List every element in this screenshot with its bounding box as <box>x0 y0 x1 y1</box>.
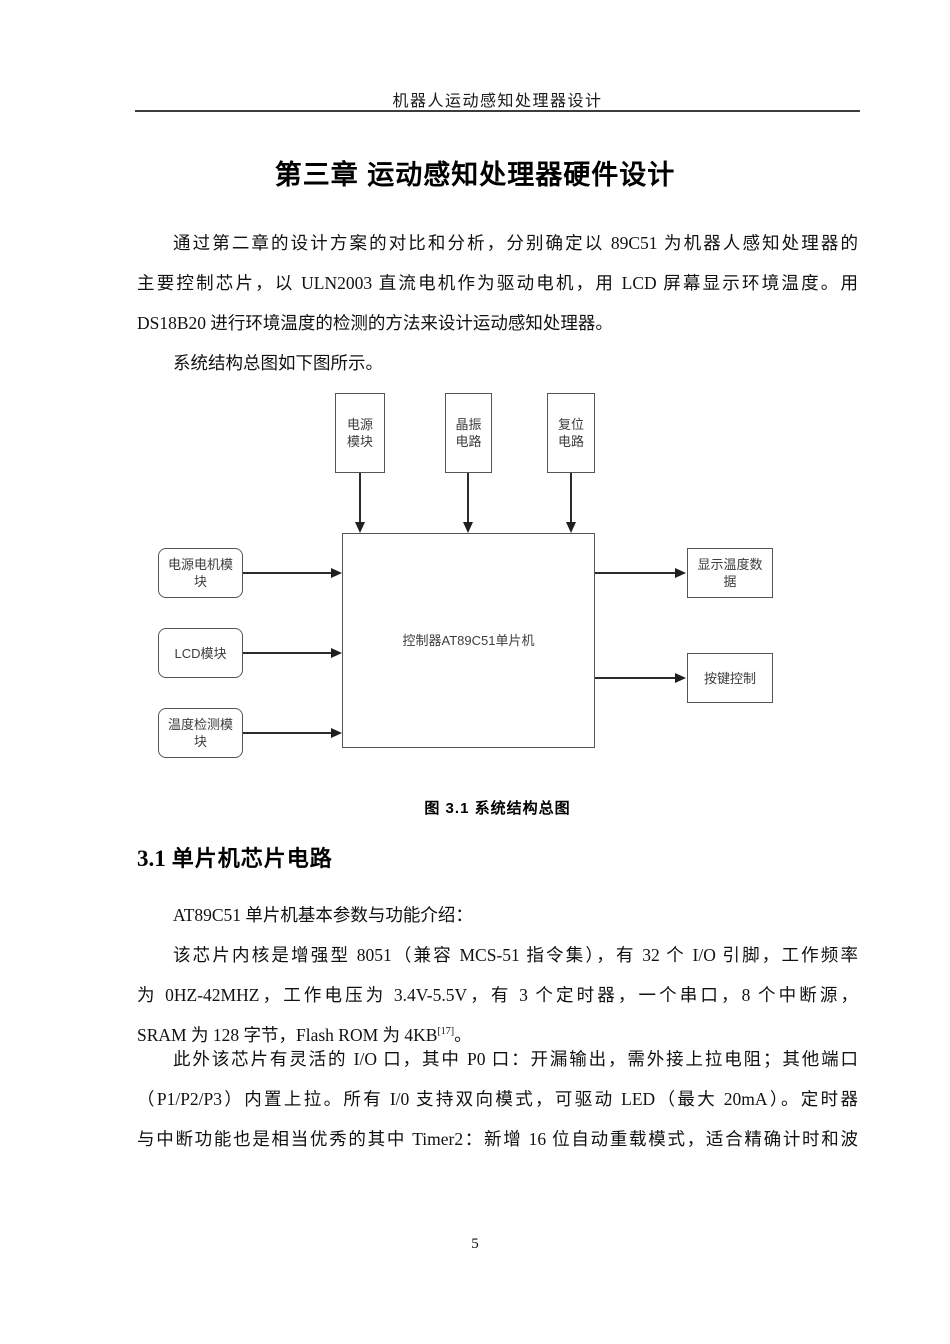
lcd-module-box: LCD模块 <box>158 628 243 678</box>
display-connector-line <box>595 572 676 574</box>
down-arrowhead-icon <box>463 522 473 533</box>
chapter-title: 第三章 运动感知处理器硬件设计 <box>274 160 676 190</box>
right-arrowhead-icon <box>675 673 686 683</box>
chip-specs-paragraph: 该芯片内核是增强型 8051（兼容 MCS-51 指令集），有 32 个 I/O… <box>137 935 858 1055</box>
key-control-box: 按键控制 <box>687 653 773 703</box>
power-motor-module-box: 电源电机模块 <box>158 548 243 598</box>
body-line: 通过第二章的设计方案的对比和分析，分别确定以 89C51 为机器人感知处理器的 <box>173 233 858 253</box>
body-line: 系统结构总图如下图所示。 <box>173 353 383 373</box>
keys-connector-line <box>595 677 676 679</box>
figure-caption: 图 3.1 系统结构总图 <box>424 800 571 817</box>
running-header: 机器人运动感知处理器设计 <box>392 93 603 110</box>
controller-box: 控制器AT89C51单片机 <box>342 533 595 748</box>
reset-circuit-box: 复位电路 <box>547 393 595 473</box>
lcd-connector-line <box>243 652 332 654</box>
temperature-detect-module-box: 温度检测模块 <box>158 708 243 758</box>
right-arrowhead-icon <box>331 728 342 738</box>
body-line: 该芯片内核是增强型 8051（兼容 MCS-51 指令集），有 32 个 I/O… <box>173 945 858 965</box>
body-line: 此外该芯片有灵活的 I/O 口，其中 P0 口：开漏输出，需外接上拉电阻；其他端… <box>173 1049 858 1069</box>
crystal-circuit-box: 晶振电路 <box>445 393 492 473</box>
citation-ref: [17] <box>437 1026 455 1038</box>
power-motor-connector-line <box>243 572 332 574</box>
section-number: 3.1 <box>137 846 166 871</box>
body-line: 与中断功能也是相当优秀的其中 Timer2：新增 16 位自动重载模式，适合精确… <box>137 1129 858 1149</box>
body-line: AT89C51 单片机基本参数与功能介绍： <box>173 905 473 925</box>
display-temperature-box: 显示温度数据 <box>687 548 773 598</box>
body-line: 主要控制芯片，以 ULN2003 直流电机作为驱动电机，用 LCD 屏幕显示环境… <box>137 273 858 293</box>
down-arrowhead-icon <box>355 522 365 533</box>
io-features-paragraph: 此外该芯片有灵活的 I/O 口，其中 P0 口：开漏输出，需外接上拉电阻；其他端… <box>137 1039 858 1159</box>
right-arrowhead-icon <box>331 568 342 578</box>
header-rule <box>135 110 860 112</box>
down-arrowhead-icon <box>566 522 576 533</box>
reset-connector-line <box>570 473 572 523</box>
temperature-connector-line <box>243 732 332 734</box>
power-module-box: 电源模块 <box>335 393 385 473</box>
page-number: 5 <box>471 1236 479 1252</box>
section-title: 单片机芯片电路 <box>171 846 333 871</box>
body-line: SRAM 为 128 字节，Flash ROM 为 4KB[17]。 <box>137 1015 858 1055</box>
power-module-connector-line <box>359 473 361 523</box>
body-text: SRAM 为 128 字节，Flash ROM 为 4KB <box>137 1025 438 1045</box>
body-text: 。 <box>454 1025 472 1045</box>
body-line: （P1/P2/P3）内置上拉。所有 I/0 支持双向模式，可驱动 LED（最大 … <box>137 1089 858 1109</box>
body-line: DS18B20 进行环境温度的检测的方法来设计运动感知处理器。 <box>137 313 613 333</box>
right-arrowhead-icon <box>675 568 686 578</box>
intro-paragraph: 通过第二章的设计方案的对比和分析，分别确定以 89C51 为机器人感知处理器的 … <box>137 223 858 383</box>
crystal-connector-line <box>467 473 469 523</box>
chip-intro-paragraph: AT89C51 单片机基本参数与功能介绍： <box>137 895 858 935</box>
system-structure-diagram: 电源模块 晶振电路 复位电路 控制器AT89C51单片机 电源电机模块 LCD模… <box>0 385 950 780</box>
right-arrowhead-icon <box>331 648 342 658</box>
body-line: 为 0HZ-42MHZ，工作电压为 3.4V-5.5V，有 3 个定时器，一个串… <box>137 985 858 1005</box>
